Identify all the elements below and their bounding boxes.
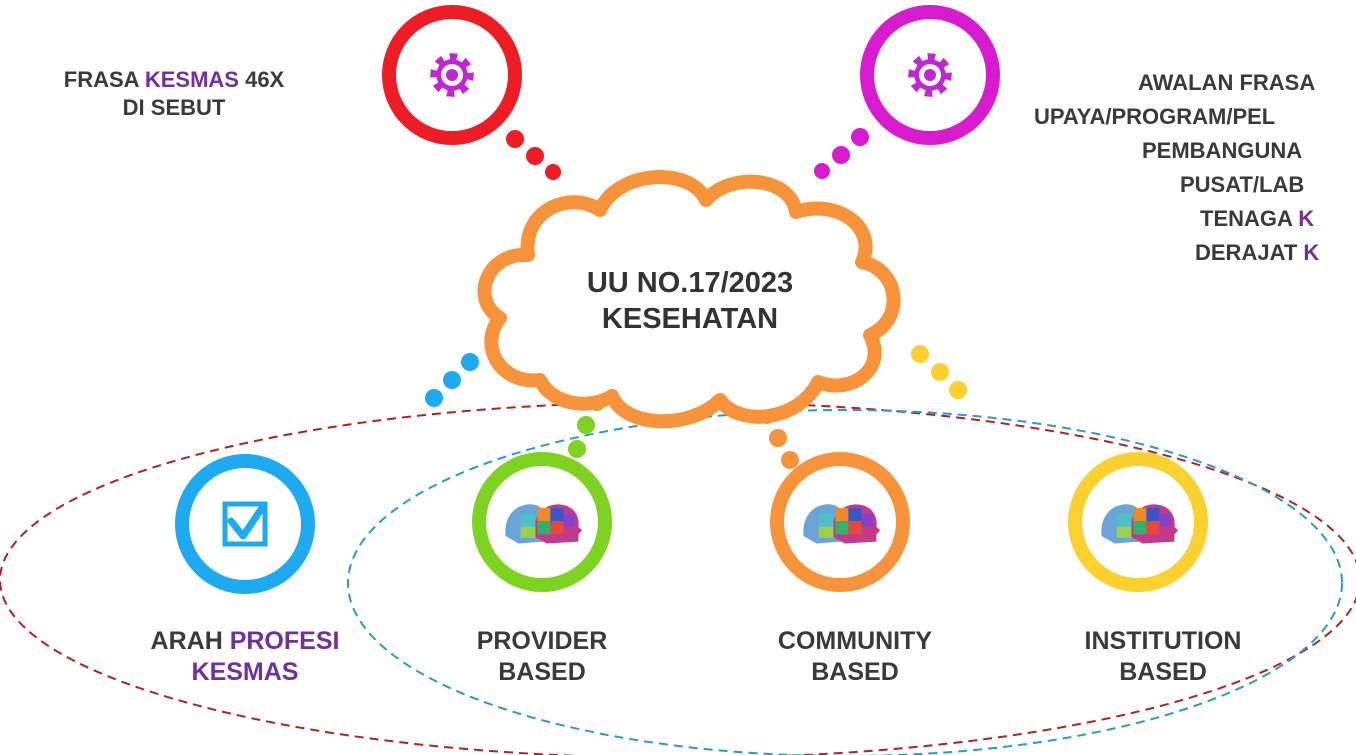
gear-hub [446, 69, 458, 81]
provider-label: PROVIDER BASED [412, 626, 672, 689]
provider-line1: PROVIDER [476, 627, 608, 655]
connector-dots-right [911, 345, 967, 399]
community-line2: BASED [811, 658, 899, 687]
inner-dashed-ellipse [347, 409, 1343, 755]
center-cloud [477, 170, 901, 429]
top-left-label: FRASA KESMAS 46X DI SEBUT [0, 66, 348, 121]
top-left-prefix: FRASA [63, 67, 145, 92]
community-line1: COMMUNITY [777, 627, 933, 655]
top-left-suffix: 46X [238, 67, 285, 92]
top-left-line1: FRASA KESMAS 46X [0, 66, 348, 94]
top-left-accent: KESMAS [144, 67, 239, 92]
gear-icon [430, 53, 474, 97]
profesi-label: ARAH PROFESI KESMAS [100, 626, 390, 689]
connector-dots-left [425, 353, 479, 407]
connector-dots-top-left [506, 130, 561, 180]
puzzle-heads-icon [505, 504, 583, 544]
profesi-line2: KESMAS [191, 658, 299, 687]
institution-line2: BASED [1119, 658, 1207, 687]
gear-hub [924, 69, 936, 81]
checkbox-check-icon [222, 501, 268, 547]
puzzle-heads-icon [803, 504, 881, 544]
institution-line1: INSTITUTION [1084, 627, 1242, 655]
provider-line2: BASED [498, 658, 586, 687]
center-title: UU NO.17/2023 KESEHATAN [560, 265, 820, 338]
profesi-line1: ARAH PROFESI [150, 627, 340, 655]
community-label: COMMUNITY BASED [710, 626, 1000, 689]
puzzle-heads-icon [1101, 504, 1179, 544]
connector-dots-top-right [814, 128, 869, 179]
center-title-line2: KESEHATAN [601, 303, 779, 336]
profesi-checkbox-ring [175, 454, 315, 594]
gear-icon [908, 53, 952, 97]
center-title-line1: UU NO.17/2023 [586, 267, 794, 299]
institution-label: INSTITUTION BASED [1018, 626, 1308, 689]
top-left-line2: DI SEBUT [122, 94, 226, 120]
